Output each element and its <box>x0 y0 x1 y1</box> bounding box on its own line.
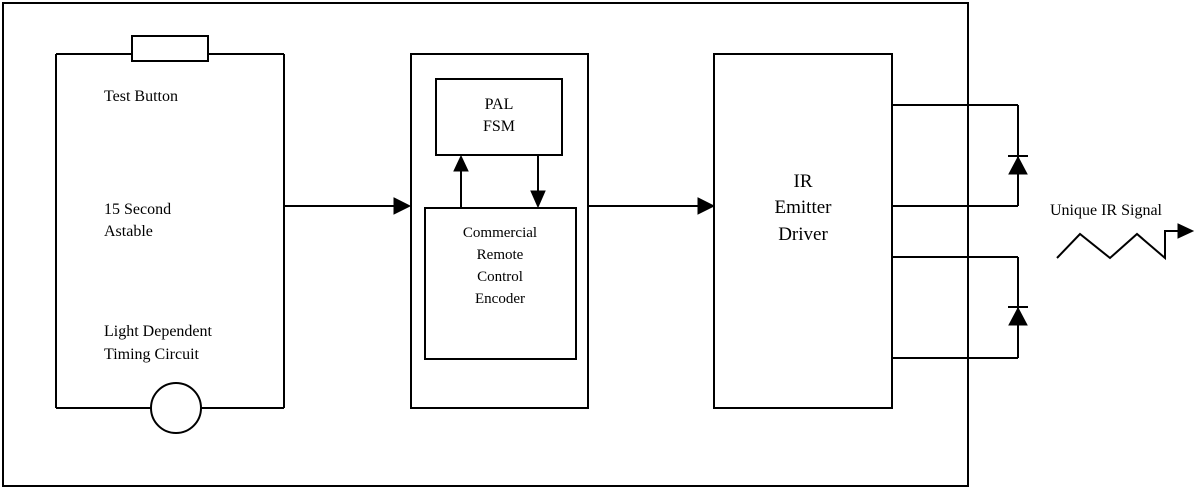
driver-label-line1: IR <box>794 171 813 192</box>
trigger-circuit-block: Test Button 15 Second Astable Light Depe… <box>55 35 285 434</box>
driver-label-line3: Driver <box>778 224 828 245</box>
pal-fsm-box <box>435 78 563 156</box>
test-button-symbol <box>131 35 209 62</box>
arrow-pal-to-encoder <box>530 155 546 209</box>
light-sensor-symbol <box>150 382 202 434</box>
ir-driver-block <box>713 53 893 409</box>
arrow-encoder-to-pal <box>453 154 469 208</box>
enclosure-frame <box>2 2 969 487</box>
encoder-label-line2: Remote <box>477 247 524 263</box>
driver-label-line2: Emitter <box>775 197 833 218</box>
test-button-label: Test Button <box>104 88 178 105</box>
arrow-encoder-to-driver <box>588 197 716 215</box>
timing-label-line1: Light Dependent <box>104 323 213 340</box>
ir-led-upper <box>892 104 1028 207</box>
encoder-label-line1: Commercial <box>463 225 537 241</box>
encoder-label-line3: Control <box>477 269 523 285</box>
pal-label: PAL <box>485 96 514 113</box>
encoder-label-line4: Encoder <box>475 291 525 307</box>
arrow-trigger-to-encoder <box>284 197 412 215</box>
encoder-box <box>424 207 577 360</box>
astable-label-line1: 15 Second <box>104 201 171 218</box>
signal-label: Unique IR Signal <box>1050 202 1163 219</box>
ir-signal-waveform <box>1056 223 1195 261</box>
astable-label-line2: Astable <box>104 223 153 240</box>
ir-led-lower <box>892 256 1028 359</box>
fsm-label: FSM <box>483 118 515 135</box>
timing-label-line2: Timing Circuit <box>104 346 200 363</box>
